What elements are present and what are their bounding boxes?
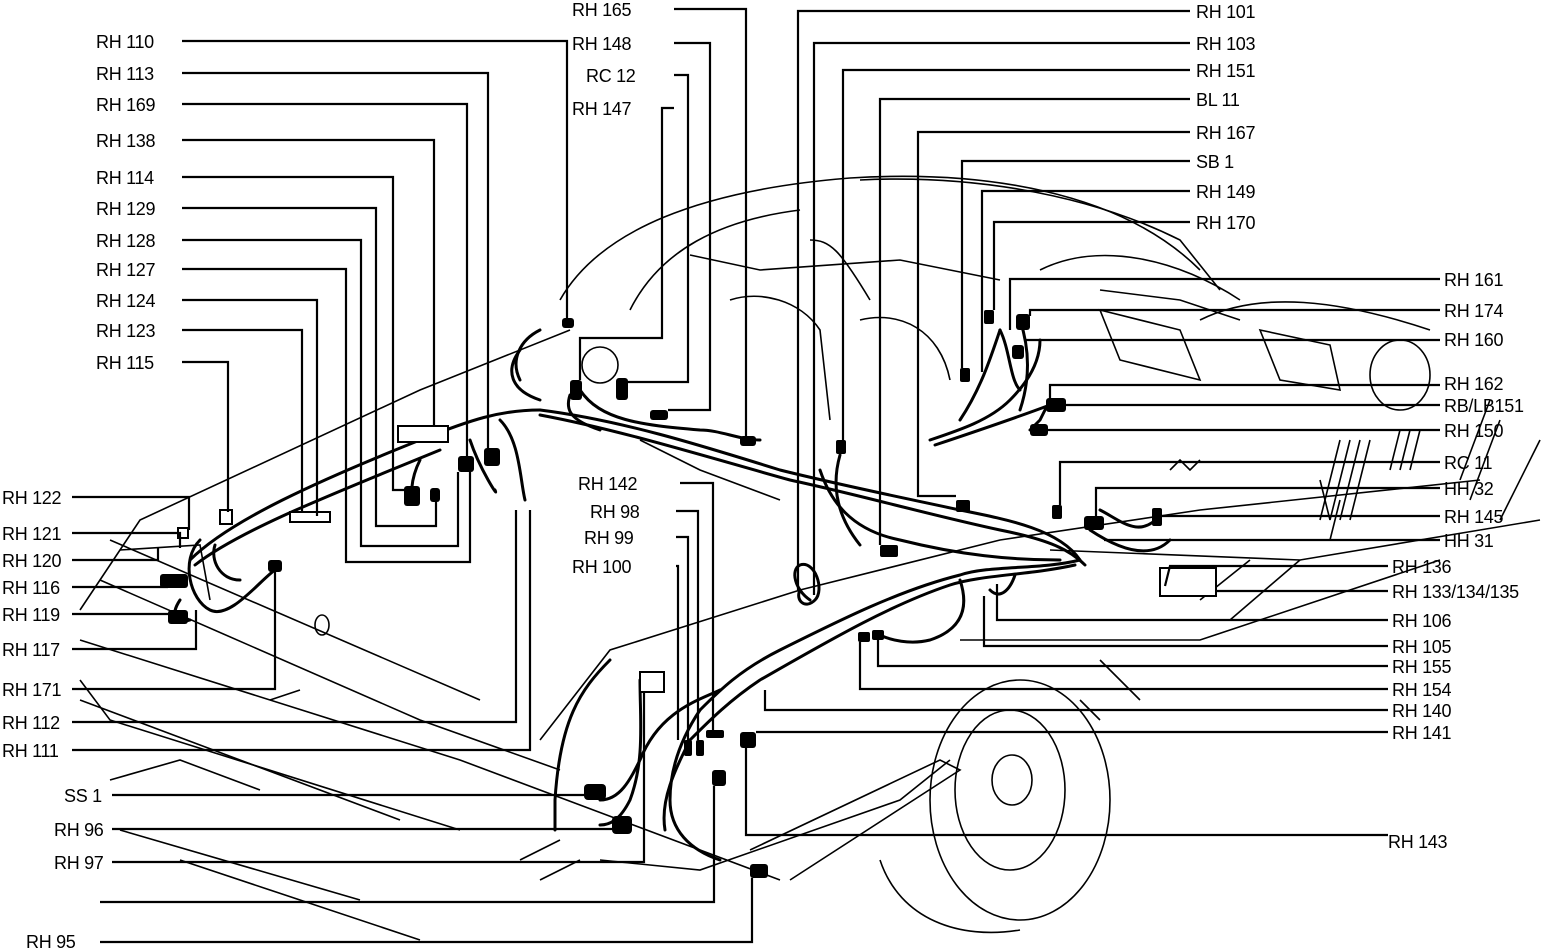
label-rh127: RH 127 [96,260,156,280]
car-body-outline [79,175,1541,941]
label-rh169: RH 169 [96,95,156,115]
label-rh113: RH 113 [96,64,154,84]
label-rh129: RH 129 [96,199,156,219]
label-rh162: RH 162 [1444,374,1504,394]
label-rh122: RH 122 [2,488,62,508]
label-rh140: RH 140 [1392,701,1452,721]
label-rh97: RH 97 [54,853,104,873]
label-sb1: SB 1 [1196,152,1234,172]
label-rh119: RH 119 [2,605,60,625]
label-rh142: RH 142 [578,474,638,494]
label-rh101: RH 101 [1196,2,1256,22]
label-rh112: RH 112 [2,713,60,733]
label-rh160: RH 160 [1444,330,1504,350]
label-rh154: RH 154 [1392,680,1452,700]
label-rh123: RH 123 [96,321,156,341]
label-rh165: RH 165 [572,0,632,20]
label-rh167: RH 167 [1196,123,1256,143]
label-rh99: RH 99 [584,528,634,548]
label-rh96: RH 96 [54,820,104,840]
leader-lines [72,7,1440,944]
label-rh147: RH 147 [572,99,632,119]
label-rh100: RH 100 [572,557,632,577]
label-rh116: RH 116 [2,578,60,598]
label-rh106: RH 106 [1392,611,1452,631]
labels-left: RH 110 RH 113 RH 169 RH 138 RH 114 RH 12… [2,32,156,950]
label-rh161: RH 161 [1444,270,1504,290]
label-rh95: RH 95 [26,932,76,950]
labels-mid: RH 142 RH 98 RH 99 RH 100 [572,474,640,577]
label-rc11: RC 11 [1444,453,1492,473]
label-rh148: RH 148 [572,34,632,54]
label-rh128: RH 128 [96,231,156,251]
label-rh136: RH 136 [1392,557,1452,577]
label-rh149: RH 149 [1196,182,1256,202]
label-rh103: RH 103 [1196,34,1256,54]
label-rh138: RH 138 [96,131,156,151]
label-rh174: RH 174 [1444,301,1504,321]
labels-top: RH 165 RH 148 RC 12 RH 147 [572,0,636,119]
label-rh120: RH 120 [2,551,62,571]
label-hh31: HH 31 [1444,531,1494,551]
label-rh114: RH 114 [96,168,154,188]
label-rh171: RH 171 [2,680,62,700]
label-ss1: SS 1 [64,786,102,806]
label-rh121: RH 121 [2,524,62,544]
label-rh155: RH 155 [1392,657,1452,677]
label-rh133: RH 133/134/135 [1392,582,1519,602]
connectors [160,310,1217,878]
label-hh32: HH 32 [1444,479,1494,499]
label-rh111: RH 111 [2,741,59,761]
labels-right: RH 101 RH 103 RH 151 BL 11 RH 167 SB 1 R… [1196,2,1524,852]
label-rh105: RH 105 [1392,637,1452,657]
label-rh150: RH 150 [1444,421,1504,441]
label-rh170: RH 170 [1196,213,1256,233]
label-bl11: BL 11 [1196,90,1240,110]
label-rh124: RH 124 [96,291,156,311]
label-rh115: RH 115 [96,353,154,373]
wiring-harness [173,318,1172,862]
label-rh151: RH 151 [1196,61,1256,81]
label-rh110: RH 110 [96,32,154,52]
label-rc12: RC 12 [586,66,636,86]
label-rh143: RH 143 [1388,832,1448,852]
label-rh117: RH 117 [2,640,60,660]
label-rh98: RH 98 [590,502,640,522]
label-rh145: RH 145 [1444,507,1504,527]
label-rh141: RH 141 [1392,723,1452,743]
label-rblb151: RB/LB151 [1444,396,1524,416]
